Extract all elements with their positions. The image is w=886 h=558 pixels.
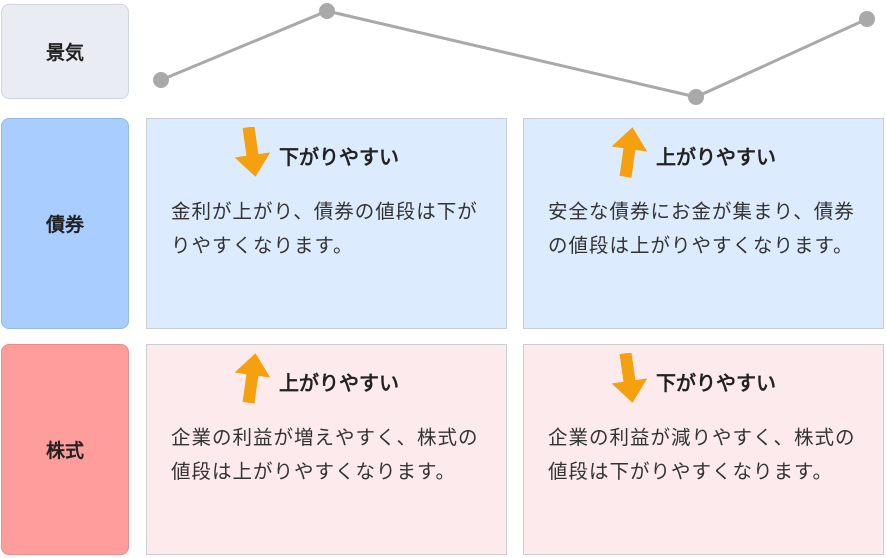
trend-point (688, 89, 704, 105)
arrow-up-icon (611, 127, 647, 178)
row-label-bonds-text: 債券 (45, 214, 84, 236)
trend-point (153, 72, 169, 88)
arrow-up-icon (234, 353, 270, 404)
cell-body-text: 企業の利益が減りやすく、株式の値段は下がりやすくなります。 (548, 426, 856, 483)
cell-heading: 上がりやすい (656, 145, 776, 169)
row-label-bonds: 債券 (1, 118, 129, 329)
cell-stocks-falling: 下がりやすい 企業の利益が減りやすく、株式の値段は下がりやすくなります。 (523, 344, 884, 555)
cell-bonds-falling: 下がりやすい 金利が上がり、債券の値段は下がりやすくなります。 (146, 118, 507, 329)
arrow-down-icon (234, 127, 270, 177)
row-label-stocks: 株式 (1, 344, 129, 555)
cell-heading: 下がりやすい (656, 371, 776, 395)
row-label-economy: 景気 (1, 4, 129, 99)
row-label-stocks-text: 株式 (45, 440, 84, 462)
cell-body-text: 安全な債券にお金が集まり、債券の値段は上がりやすくなります。 (548, 200, 855, 257)
cell-heading: 上がりやすい (279, 371, 399, 395)
arrow-down-icon (611, 353, 647, 403)
cell-heading: 下がりやすい (279, 145, 399, 169)
trend-point (859, 11, 875, 27)
cell-body-text: 金利が上がり、債券の値段は下がりやすくなります。 (171, 200, 478, 257)
cell-stocks-rising: 上がりやすい 企業の利益が増えやすく、株式の値段は上がりやすくなります。 (146, 344, 507, 555)
trend-point (319, 3, 335, 19)
row-label-economy-text: 景気 (45, 42, 84, 64)
economy-trend-line (153, 3, 875, 105)
trend-polyline (160, 9, 868, 99)
cell-bonds-rising: 上がりやすい 安全な債券にお金が集まり、債券の値段は上がりやすくなります。 (523, 118, 884, 329)
cell-body-text: 企業の利益が増えやすく、株式の値段は上がりやすくなります。 (171, 426, 479, 483)
